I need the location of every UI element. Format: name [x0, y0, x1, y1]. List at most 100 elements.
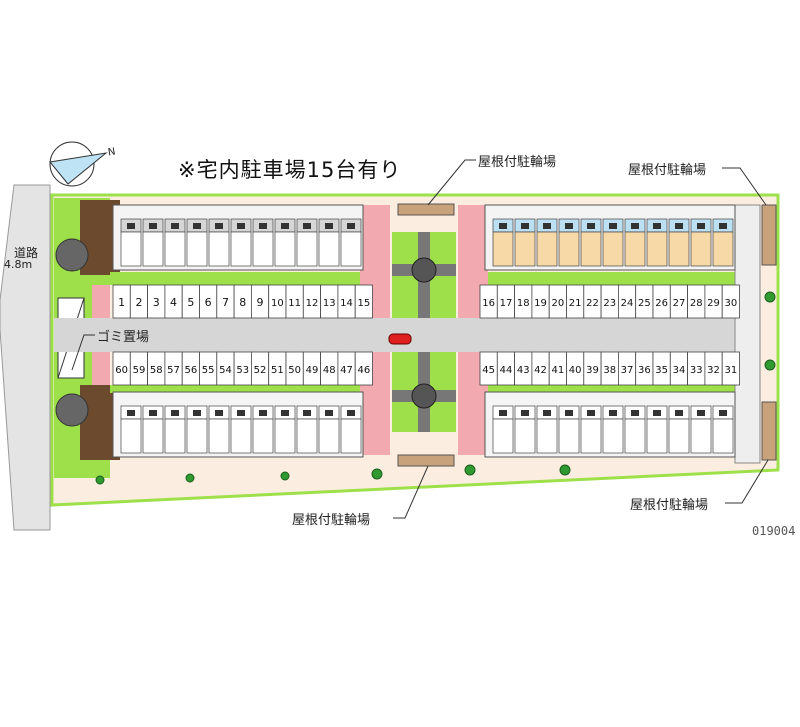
apartment-unit	[230, 231, 252, 267]
parking-space: 40	[566, 351, 585, 386]
parking-space: 53	[233, 351, 252, 386]
parking-number: 45	[482, 365, 495, 376]
parking-space: 56	[181, 351, 200, 386]
parking-number: 3	[153, 296, 160, 309]
apartment-unit	[668, 231, 690, 267]
parking-space: 58	[147, 351, 166, 386]
unit-stair	[543, 223, 551, 229]
right-hatch-area	[734, 204, 761, 464]
unit-stair	[565, 223, 573, 229]
parking-space: 43	[514, 351, 533, 386]
grass-strip	[478, 272, 740, 285]
grass-border	[50, 193, 780, 507]
unit-stair	[609, 410, 617, 416]
parking-space: 17	[496, 284, 515, 319]
parking-number: 55	[202, 365, 215, 376]
unit-stair	[675, 410, 683, 416]
apartment-unit	[580, 418, 602, 454]
unit-stair	[587, 223, 595, 229]
apartment-unit	[274, 418, 296, 454]
parking-space: 5	[181, 284, 200, 319]
grass-strip	[478, 385, 740, 393]
parking-number: 56	[184, 365, 197, 376]
apartment-unit	[230, 418, 252, 454]
tree-court-top	[411, 257, 437, 283]
parking-number: 40	[569, 365, 582, 376]
parking-space: 26	[652, 284, 671, 319]
apartment-unit	[690, 418, 712, 454]
parking-space: 19	[531, 284, 550, 319]
apartment-unit	[340, 418, 362, 454]
parking-space: 9	[250, 284, 270, 319]
apartment-unit	[514, 231, 536, 267]
parking-space: 44	[496, 351, 515, 386]
parking-space: 57	[164, 351, 183, 386]
apartment-unit	[492, 418, 514, 454]
parking-space: 32	[704, 351, 723, 386]
parking-space: 20	[548, 284, 567, 319]
apartment-unit	[514, 418, 536, 454]
apartment-unit	[296, 231, 318, 267]
unit-stair	[149, 223, 157, 229]
parking-space: 52	[250, 351, 270, 386]
parking-number: 32	[707, 365, 720, 376]
unit-stair	[499, 223, 507, 229]
parking-space: 1	[112, 284, 131, 319]
unit-stair	[719, 223, 727, 229]
bike-shelter-right-top	[761, 204, 777, 266]
compass-needle	[49, 152, 108, 185]
apartment-unit	[252, 418, 274, 454]
apartment-building	[112, 204, 364, 271]
apartment-unit	[208, 418, 230, 454]
parking-space: 4	[164, 284, 183, 319]
unit-stair	[259, 410, 267, 416]
pink-left-top	[92, 285, 110, 318]
pink-left-bottom	[92, 352, 110, 385]
apartment-unit	[580, 231, 602, 267]
parking-number: 37	[621, 365, 634, 376]
page-title: ※宅内駐車場15台有り	[178, 158, 402, 182]
parking-number: 42	[534, 365, 547, 376]
parking-number: 5	[187, 296, 194, 309]
apartment-unit	[120, 418, 142, 454]
road-width-label: 4.8m	[4, 258, 33, 271]
apartment-unit	[712, 231, 734, 267]
unit-stair	[193, 410, 201, 416]
bike-shelter-label: 屋根付駐輪場	[478, 155, 557, 170]
apartment-unit	[142, 231, 164, 267]
parking-space: 47	[337, 351, 356, 386]
parking-space: 45	[479, 351, 498, 386]
parking-number: 51	[271, 365, 284, 376]
apartment-unit	[646, 418, 668, 454]
apartment-unit	[558, 418, 580, 454]
unit-stair	[499, 410, 507, 416]
parking-space: 60	[112, 351, 131, 386]
unit-stair	[193, 223, 201, 229]
apartment-building	[112, 391, 364, 458]
parking-number: 10	[271, 298, 284, 309]
bike-shelter-bottom-center	[397, 454, 455, 467]
unit-stair	[303, 223, 311, 229]
parking-number: 18	[517, 298, 530, 309]
unit-stair	[259, 223, 267, 229]
apartment-unit	[558, 231, 580, 267]
unit-stair	[653, 223, 661, 229]
apartment-unit	[624, 418, 646, 454]
parking-number: 47	[340, 365, 353, 376]
parking-space: 18	[514, 284, 533, 319]
parking-number: 28	[690, 298, 703, 309]
apartment-building	[484, 391, 736, 458]
parking-number: 26	[655, 298, 668, 309]
unit-stair	[303, 410, 311, 416]
parking-number: 4	[170, 296, 177, 309]
parking-space: 46	[354, 351, 373, 386]
apartment-unit	[340, 231, 362, 267]
parking-number: 39	[586, 365, 599, 376]
garbage-label: ゴミ置場	[97, 326, 150, 345]
apartment-unit	[624, 231, 646, 267]
apartment-unit	[142, 418, 164, 454]
parking-space: 27	[669, 284, 688, 319]
apartment-unit	[296, 418, 318, 454]
parking-number: 34	[673, 365, 686, 376]
grass-strip	[110, 385, 375, 393]
